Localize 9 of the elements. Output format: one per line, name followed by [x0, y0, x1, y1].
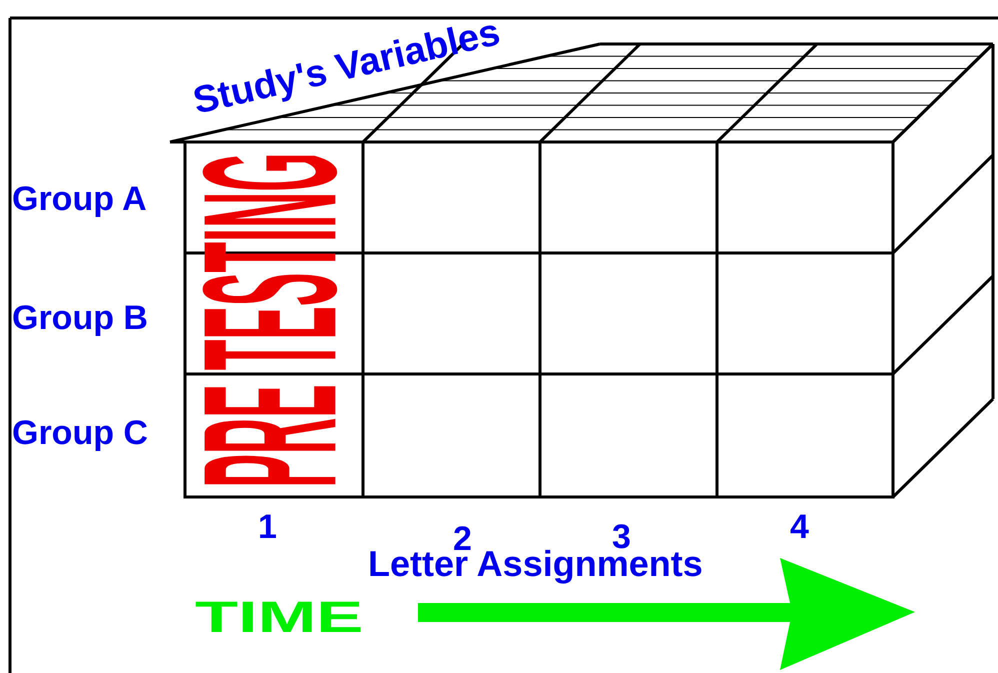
column-number: 3	[612, 520, 631, 554]
row-label: Group B	[12, 301, 148, 335]
column-heading: PRE TESTING	[196, 152, 344, 488]
row-label: Group A	[12, 182, 147, 216]
column-number: 1	[258, 510, 277, 544]
axis-title: TIME	[195, 596, 364, 640]
row-label: Group C	[12, 416, 148, 450]
axis-title: Study's Variables	[190, 13, 504, 121]
column-number: 4	[790, 510, 809, 544]
